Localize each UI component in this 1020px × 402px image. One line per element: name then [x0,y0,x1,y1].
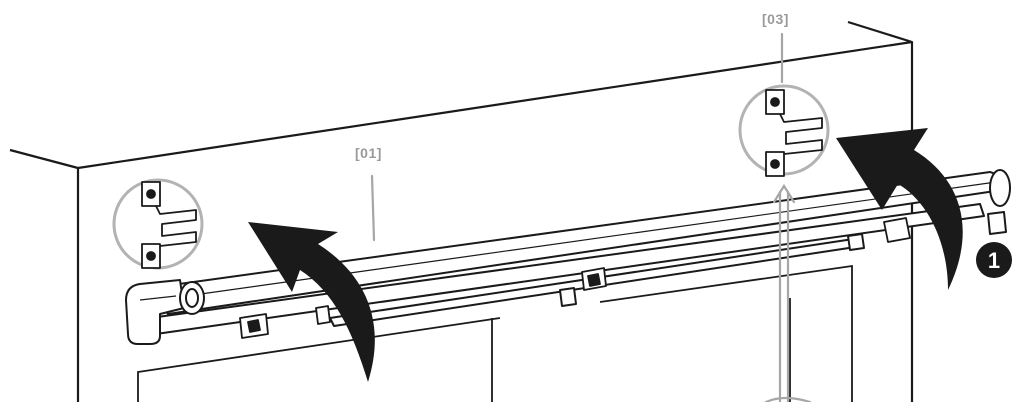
rotate-arrow-left-icon [248,222,375,382]
step-badge: 1 [976,242,1012,278]
bracket-callout-label: [03] [762,11,789,27]
rail-callout-label: [01] [355,145,382,161]
rotate-arrow-right-icon [836,128,963,290]
rail-callout-leader [370,174,376,242]
right-end-cap [987,169,1011,235]
window-frame [137,264,853,402]
bracket-detail-right [738,84,830,177]
callout-leaders [370,32,812,402]
left-end-cap [125,279,205,345]
step-number: 1 [988,248,1000,273]
bracket-detail-left [112,178,204,270]
rail-gliders [239,217,911,339]
